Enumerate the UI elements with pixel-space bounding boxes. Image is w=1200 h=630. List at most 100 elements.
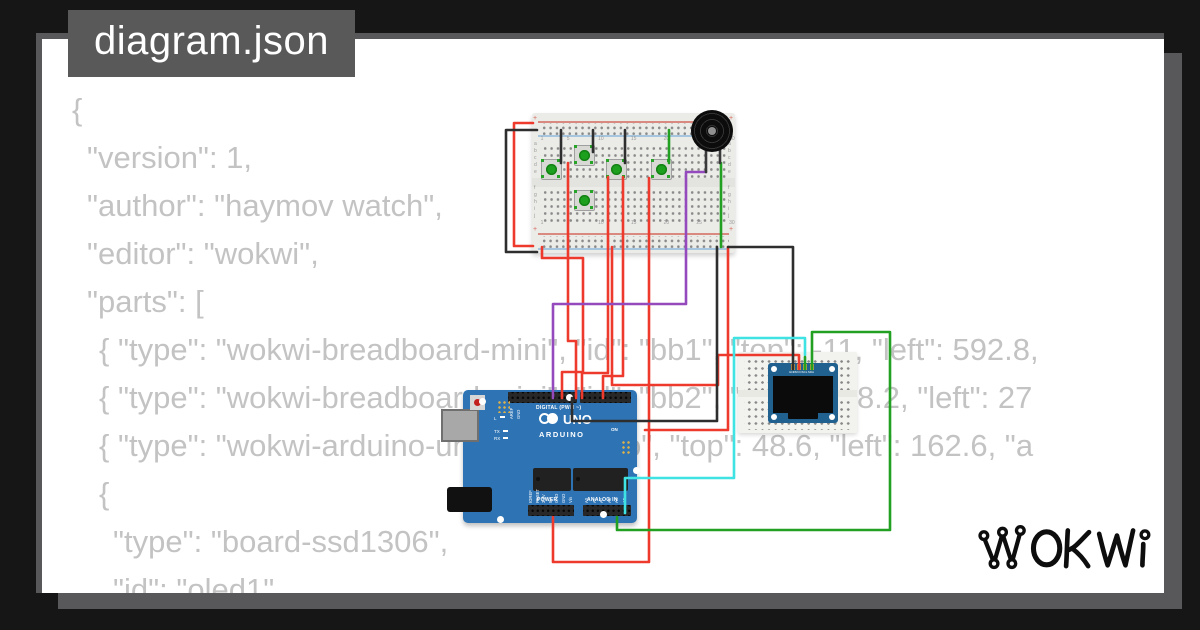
pushbutton-3 — [606, 159, 627, 180]
row-letter: i — [534, 206, 536, 212]
rx-led — [503, 437, 508, 439]
row-letter: e — [534, 169, 537, 175]
code-line: "version": 1, — [87, 140, 253, 175]
rail-negative-line-bottom — [538, 248, 729, 250]
code-line: { — [72, 92, 83, 127]
wokwi-logo — [972, 521, 1164, 584]
code-line: "author": "haymov watch", — [87, 188, 443, 223]
mounting-hole — [566, 394, 573, 401]
analog-label: ANALOG IN — [587, 497, 618, 503]
power-label: POWER — [537, 497, 558, 503]
rx-label: RX — [494, 436, 501, 441]
plus-mark: + — [533, 115, 538, 122]
oled-screen — [773, 376, 833, 413]
row-letter: c — [728, 155, 731, 161]
rail-holes-bottom — [539, 236, 729, 248]
wokwi-logo-icon — [978, 524, 1151, 570]
oled-flex-connector — [788, 412, 818, 419]
icsp-header-1 — [496, 399, 510, 413]
led-l-label: L — [494, 416, 497, 421]
row-letter: f — [728, 185, 730, 191]
plus-mark: + — [533, 226, 538, 233]
row-letter: g — [534, 192, 537, 198]
row-letter: j — [534, 213, 536, 219]
wire-red-btn3-to-digital — [580, 175, 610, 400]
column-number: 30 — [729, 136, 735, 142]
column-number: 25 — [696, 220, 702, 226]
row-letter: d — [534, 162, 537, 168]
mounting-hole — [600, 511, 607, 518]
column-number: 5 — [566, 136, 570, 142]
wire-red-rail-down — [643, 245, 730, 432]
digital-header-right — [580, 392, 631, 403]
wire-cyan-a5-to-oled-scl — [623, 336, 807, 515]
mounting-hole — [479, 398, 486, 405]
file-title-bar: diagram.json — [68, 10, 356, 77]
pushbutton-4 — [651, 159, 672, 180]
row-letter: d — [728, 162, 731, 168]
wire-red-btn1-to-digital — [566, 161, 578, 400]
column-number: 20 — [663, 220, 670, 226]
wire-red-rail-jumper — [512, 121, 535, 248]
power-header — [528, 505, 574, 516]
power-jack — [447, 487, 492, 512]
plus-mark: + — [729, 226, 734, 233]
row-letter: a — [534, 141, 537, 147]
holes-rows-fj — [540, 187, 727, 223]
screw-hole — [829, 414, 835, 420]
wire-black-rail-to-oled-gnd — [726, 245, 795, 371]
analog-header — [583, 505, 631, 516]
wire-black-rail-jumper — [504, 128, 539, 254]
row-letter: b — [534, 148, 537, 154]
code-line: "parts": [ — [87, 284, 204, 319]
tx-led — [503, 430, 508, 432]
screw-hole — [771, 414, 777, 420]
wire-purple-buzzer-to-digital — [551, 170, 708, 400]
row-letter: b — [728, 148, 731, 154]
column-number: 20 — [663, 136, 670, 142]
column-number: 30 — [729, 220, 735, 226]
icsp-header-2 — [620, 439, 630, 454]
row-letter: c — [534, 155, 537, 161]
pushbutton-5 — [574, 190, 595, 211]
code-line: "type": "board-ssd1306", — [113, 524, 449, 559]
screw-hole — [829, 366, 835, 372]
uno-label: UNO — [563, 412, 592, 427]
plus-mark: + — [729, 115, 734, 122]
wires-layer — [504, 121, 892, 564]
digital-label: DIGITAL (PWM ~) — [536, 405, 582, 411]
pushbutton-2 — [574, 145, 595, 166]
row-letter: e — [728, 169, 731, 175]
rail-positive-line-top — [538, 121, 729, 123]
row-letter: i — [728, 206, 730, 212]
column-number: 10 — [598, 220, 604, 226]
content-card: {"version": 1, "author": "haymov watch", "… — [36, 33, 1164, 593]
wire-black-gnd-to-rail — [570, 245, 719, 423]
wire-red-btn4-to-3v3 — [551, 176, 651, 564]
ic-chip-small — [533, 468, 571, 491]
column-number: 1 — [540, 220, 544, 226]
wire-red-rail-to-oled-vcc — [610, 245, 801, 387]
pushbutton-1 — [541, 159, 562, 180]
column-number: 1 — [540, 136, 544, 142]
row-letter: f — [534, 185, 536, 191]
row-letter: h — [534, 199, 537, 205]
infinity-logo-right — [547, 413, 558, 424]
file-title: diagram.json — [94, 19, 330, 63]
digital-header-left — [508, 392, 577, 403]
column-number: 15 — [630, 136, 637, 142]
column-number: 10 — [598, 136, 604, 142]
on-label: ON — [611, 427, 618, 432]
wire-red-rail-to-digital — [540, 245, 585, 400]
mounting-hole — [497, 516, 504, 523]
row-letter: j — [728, 213, 730, 219]
wire-green-a4-to-oled-sda — [615, 330, 892, 532]
tx-label: TX — [494, 429, 500, 434]
